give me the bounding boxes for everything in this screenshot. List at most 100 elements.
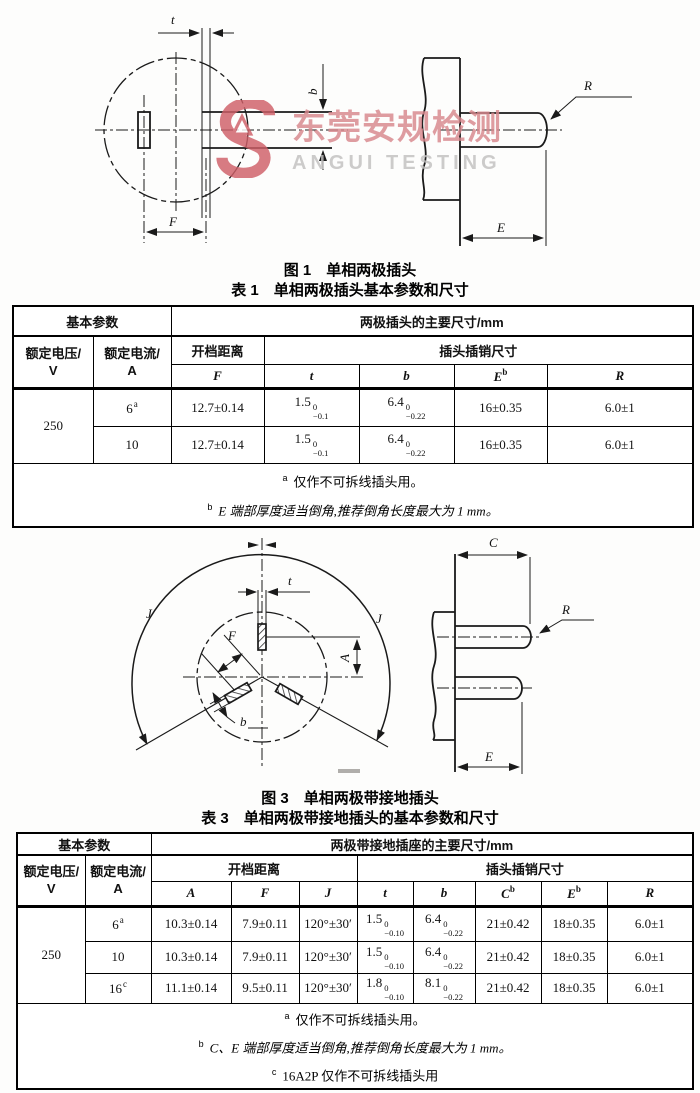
t1-voltage: 250: [12, 386, 94, 464]
t1-h-gap: 开档距离: [170, 335, 265, 365]
t3-F: 9.5±0.11: [230, 972, 300, 1004]
t3-C: 21±0.42: [474, 972, 542, 1004]
t3-h-gap: 开档距离: [150, 854, 358, 882]
t3-col-F: F: [230, 880, 300, 907]
figure1-caption: 图 1 单相两极插头: [283, 262, 417, 279]
t3-col-E: Eb: [540, 880, 608, 907]
t3-J: 120°±30′: [298, 940, 358, 974]
t3-current-16: 16c: [84, 972, 152, 1004]
fig1-label-t: t: [171, 12, 175, 27]
t3-h-pin: 插头插销尺寸: [356, 854, 694, 882]
t1-h-voltage: 额定电压/V: [12, 335, 94, 389]
t3-C: 21±0.42: [474, 904, 542, 942]
fig3-label-F: F: [227, 628, 237, 643]
t3-col-b: b: [412, 880, 476, 907]
t3-col-t: t: [356, 880, 414, 907]
figure3-caption: 图 3 单相两极带接地插头: [261, 790, 439, 807]
fig1-label-E: E: [496, 220, 505, 235]
t3-col-R: R: [606, 880, 694, 907]
t3-h-dims: 两极带接地插座的主要尺寸/mm: [150, 832, 694, 856]
t3-col-J: J: [298, 880, 358, 907]
t1-current-6: 6a: [92, 386, 172, 427]
t1-F: 12.7±0.14: [170, 386, 265, 427]
t1-E: 16±0.35: [453, 386, 548, 427]
t3-E: 18±0.35: [540, 940, 608, 974]
t3-A: 11.1±0.14: [150, 972, 232, 1004]
fig3-label-R: R: [561, 602, 570, 617]
t1-current-10: 10: [92, 425, 172, 464]
table3-spec-table: 基本参数 两极带接地插座的主要尺寸/mm 额定电压/V 额定电流/A 开档距离 …: [16, 832, 695, 1091]
t1-col-b: b: [358, 363, 455, 389]
fig3-label-C: C: [489, 535, 498, 550]
t3-col-A: A: [150, 880, 232, 907]
fig3-label-t: t: [288, 573, 292, 588]
t1-R: 6.0±1: [546, 386, 694, 427]
t3-h-voltage: 额定电压/V: [16, 854, 86, 907]
t1-R: 6.0±1: [546, 425, 694, 464]
t3-R: 6.0±1: [606, 940, 694, 974]
t3-voltage: 250: [16, 904, 86, 1004]
t3-A: 10.3±0.14: [150, 940, 232, 974]
t3-F: 7.9±0.11: [230, 904, 300, 942]
fig3-label-J-left: J: [146, 606, 153, 621]
figure3-drawing: t A F b J J C R E: [131, 535, 594, 774]
figure1-drawing: t b F E R: [95, 12, 632, 246]
t1-h-current: 额定电流/A: [92, 335, 172, 389]
figure1-two-pole-plug: 东莞安规检测 ANGUI TESTING: [0, 0, 700, 261]
t1-col-t: t: [263, 363, 360, 389]
t1-h-pin: 插头插销尺寸: [263, 335, 694, 365]
t3-E: 18±0.35: [540, 972, 608, 1004]
t3-C: 21±0.42: [474, 940, 542, 974]
table3-caption: 表 3 单相两极带接地插头的基本参数和尺寸: [201, 810, 499, 827]
t3-F: 7.9±0.11: [230, 940, 300, 974]
t1-h-dims: 两极插头的主要尺寸/mm: [170, 305, 694, 337]
t1-E: 16±0.35: [453, 425, 548, 464]
t3-current-10: 10: [84, 940, 152, 974]
t3-R: 6.0±1: [606, 972, 694, 1004]
t1-col-E: Eb: [453, 363, 548, 389]
t3-current-6: 6a: [84, 904, 152, 942]
t1-h-basic: 基本参数: [12, 305, 172, 337]
t3-h-current: 额定电流/A: [84, 854, 152, 907]
t3-h-basic: 基本参数: [16, 832, 152, 856]
fig3-label-A: A: [337, 654, 352, 663]
table1-spec-table: 基本参数 两极插头的主要尺寸/mm 额定电压/V 额定电流/A 开档距离 插头插…: [12, 305, 695, 528]
fig3-label-b: b: [240, 714, 247, 729]
t3-E: 18±0.35: [540, 904, 608, 942]
t1-F: 12.7±0.14: [170, 425, 265, 464]
fig1-label-R: R: [583, 78, 592, 93]
t3-R: 6.0±1: [606, 904, 694, 942]
t1-col-R: R: [546, 363, 694, 389]
table1-caption: 表 1 单相两极插头基本参数和尺寸: [231, 282, 469, 299]
t3-col-C: Cb: [474, 880, 542, 907]
t1-col-F: F: [170, 363, 265, 389]
fig3-label-E: E: [484, 749, 493, 764]
t3-A: 10.3±0.14: [150, 904, 232, 942]
t3-J: 120°±30′: [298, 904, 358, 942]
fig1-label-b: b: [305, 88, 320, 95]
fig1-label-F: F: [168, 214, 178, 229]
t3-J: 120°±30′: [298, 972, 358, 1004]
